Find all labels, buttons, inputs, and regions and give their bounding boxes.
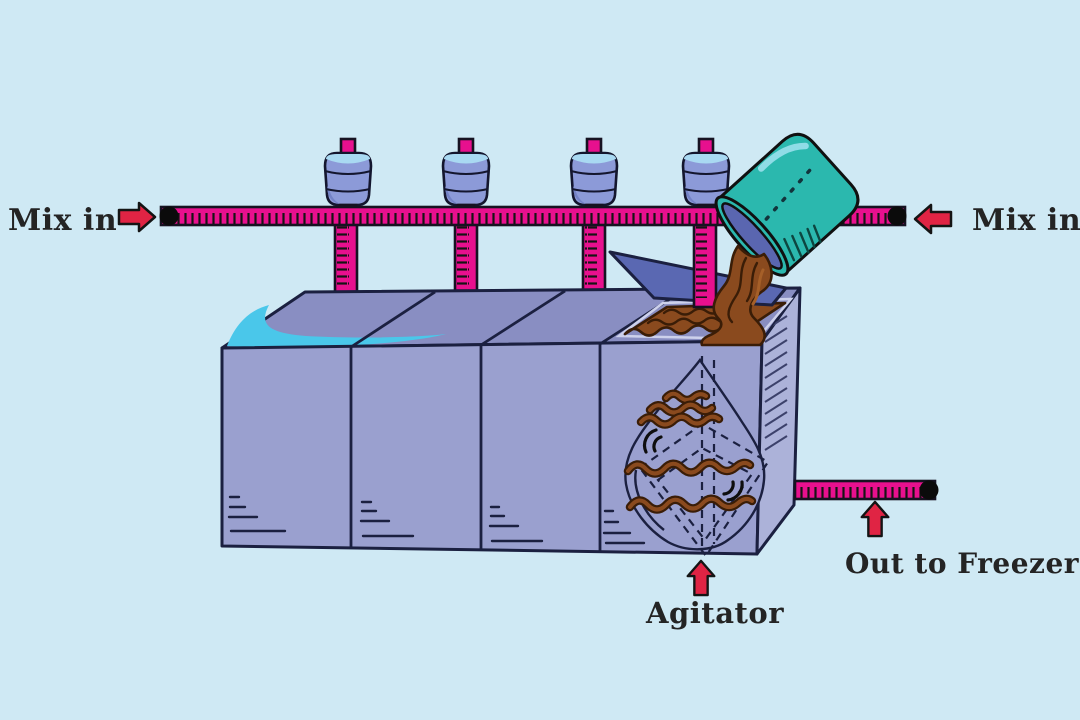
out-to-freezer-label: Out to Freezer	[845, 547, 1080, 580]
vent-marks	[227, 495, 646, 545]
mixing-machine	[220, 286, 802, 556]
vertical-feed-pipes	[333, 216, 607, 304]
pouring-cup	[714, 132, 860, 277]
agitator-label: Agitator	[645, 596, 784, 630]
motion-marks	[642, 428, 744, 502]
pipe-end-cap-left	[159, 206, 179, 226]
output-pipe-end-cap	[919, 480, 939, 500]
mix-in-left-label: Mix in	[8, 203, 117, 238]
top-highlight	[227, 305, 446, 348]
chocolate-stream	[700, 244, 773, 347]
compartment-dividers	[349, 288, 685, 552]
output-pipe	[793, 479, 939, 501]
agitator-cutaway	[623, 356, 770, 558]
pipe-end-cap-right	[887, 206, 907, 226]
mix-in-right-label: Mix in	[972, 203, 1080, 238]
agitator-blade-outline	[638, 356, 770, 558]
vertical-feed-pipe-4	[692, 216, 718, 309]
cup-interior	[721, 202, 783, 270]
chocolate-squiggles	[623, 389, 757, 514]
